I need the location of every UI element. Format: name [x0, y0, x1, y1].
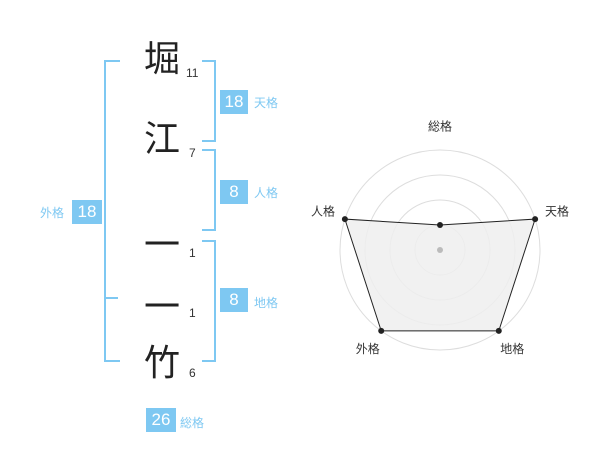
radar-center	[437, 247, 443, 253]
gaikaku-bracket	[104, 60, 120, 362]
jinkaku-bracket	[202, 149, 216, 231]
tenkaku-label: 天格	[254, 96, 279, 110]
name-char-5: 竹	[143, 343, 180, 384]
radar-axis-label: 人格	[311, 203, 335, 218]
gaikaku-label: 外格	[40, 206, 65, 220]
stroke-count-2: 7	[189, 146, 196, 160]
tenkaku-value: 18	[220, 90, 248, 114]
name-char-1: 堀	[143, 39, 180, 80]
soukaku-label: 総格	[180, 416, 205, 430]
name-char-2: 江	[143, 119, 180, 160]
name-char-3: 一	[143, 225, 180, 266]
gaikaku-bracket-tick	[104, 297, 118, 299]
chikaku-label: 地格	[254, 296, 279, 310]
radar-axis-label: 外格	[356, 341, 380, 356]
radar-ring	[339, 149, 541, 351]
stroke-count-3: 1	[189, 246, 196, 260]
radar-point	[532, 216, 539, 223]
stroke-count-5: 6	[189, 366, 196, 380]
jinkaku-value: 8	[220, 180, 248, 204]
radar-area	[344, 218, 536, 332]
radar-point	[495, 327, 502, 334]
name-char-4: 一	[143, 287, 180, 328]
tenkaku-bracket	[202, 60, 216, 142]
radar-axis-label: 天格	[545, 203, 569, 218]
stroke-count-1: 11	[186, 66, 199, 80]
radar-axis-label: 総格	[428, 119, 452, 134]
radar-point	[341, 216, 348, 223]
chikaku-bracket	[202, 240, 216, 362]
stroke-count-4: 1	[189, 306, 196, 320]
radar-point	[378, 327, 385, 334]
jinkaku-label: 人格	[254, 186, 279, 200]
chikaku-value: 8	[220, 288, 248, 312]
soukaku-value: 26	[146, 408, 176, 432]
radar-point	[437, 222, 443, 228]
gaikaku-value: 18	[72, 200, 102, 224]
radar-axis-label: 地格	[500, 341, 524, 356]
